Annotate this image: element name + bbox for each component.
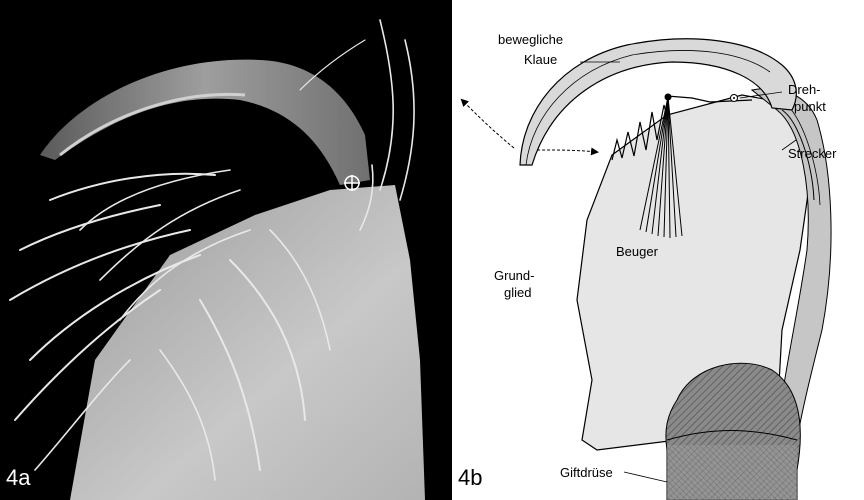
label-flexor: Beuger <box>616 244 658 259</box>
label-pivot-line2: punkt <box>794 99 826 114</box>
schematic-drawing <box>452 0 864 500</box>
label-pivot-line1: Dreh- <box>788 82 821 97</box>
sem-micrograph <box>0 0 452 500</box>
pivot-point-icon <box>731 95 738 102</box>
label-movable-claw-line2: Klaue <box>524 52 557 67</box>
label-basal-segment-line2: glied <box>504 285 531 300</box>
label-basal-segment-line1: Grund- <box>494 268 534 283</box>
panel-label-b: 4b <box>458 465 482 491</box>
sem-micrograph-panel: 4a <box>0 0 452 500</box>
panel-label-a: 4a <box>6 465 30 491</box>
schematic-drawing-panel: bewegliche Klaue Dreh- punkt Strecker Be… <box>452 0 864 500</box>
label-extensor: Strecker <box>788 146 836 161</box>
label-movable-claw-line1: bewegliche <box>498 32 563 47</box>
label-venom-gland: Giftdrüse <box>560 465 613 480</box>
